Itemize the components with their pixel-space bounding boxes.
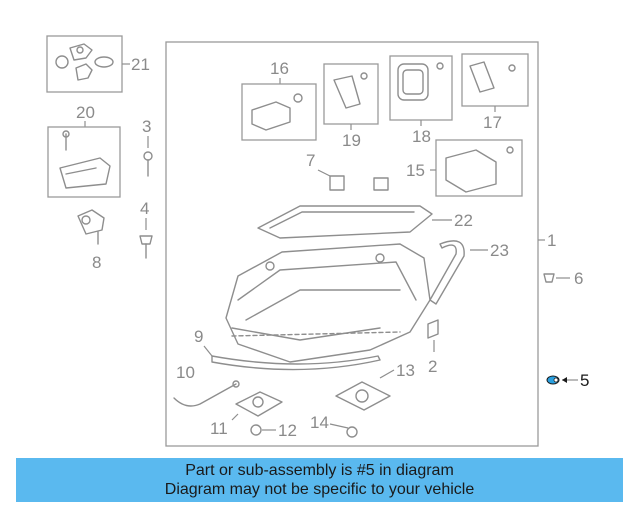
- callout-18[interactable]: 18: [412, 127, 431, 146]
- info-banner: Part or sub-assembly is #5 in diagram Di…: [16, 458, 623, 502]
- part-17-group[interactable]: 17: [461, 53, 529, 132]
- part-5-icon[interactable]: [546, 375, 560, 385]
- callout-7[interactable]: 7: [306, 151, 315, 170]
- callout-2[interactable]: 2: [428, 357, 437, 376]
- part-20-group[interactable]: 20: [47, 103, 121, 198]
- callout-22[interactable]: 22: [454, 211, 473, 230]
- callout-1[interactable]: 1: [547, 231, 556, 250]
- callout-11[interactable]: 11: [210, 419, 228, 438]
- part-18-group[interactable]: 18: [389, 55, 453, 146]
- callout-9[interactable]: 9: [194, 327, 203, 346]
- part-16-group[interactable]: 16: [241, 59, 317, 141]
- part-11-group[interactable]: 11: [210, 391, 283, 438]
- callout-17[interactable]: 17: [483, 113, 502, 132]
- callout-4[interactable]: 4: [140, 199, 149, 218]
- part-4-group[interactable]: 4: [139, 199, 153, 259]
- callout-13[interactable]: 13: [396, 361, 415, 380]
- part-3-group[interactable]: 3: [142, 117, 153, 177]
- part-15-group[interactable]: 15: [406, 139, 523, 197]
- callout-23[interactable]: 23: [490, 241, 509, 260]
- callout-16[interactable]: 16: [270, 59, 289, 78]
- callout-14[interactable]: 14: [310, 413, 329, 432]
- part-10-group[interactable]: 10: [173, 363, 240, 407]
- part-21-group[interactable]: 21: [46, 35, 150, 93]
- callout-15[interactable]: 15: [406, 161, 425, 180]
- part-2-group[interactable]: 2: [427, 319, 439, 376]
- part-5-group[interactable]: 5: [546, 371, 589, 390]
- callout-10[interactable]: 10: [176, 363, 195, 382]
- callout-12[interactable]: 12: [278, 421, 297, 440]
- part-23-group[interactable]: 23: [429, 240, 509, 305]
- assembly-frame: [165, 41, 539, 447]
- callout-3[interactable]: 3: [142, 117, 151, 136]
- banner-line-1: Part or sub-assembly is #5 in diagram: [185, 462, 454, 479]
- callout-6[interactable]: 6: [574, 269, 583, 288]
- part-6-group[interactable]: 6: [543, 269, 583, 288]
- part-19-group[interactable]: 19: [323, 63, 379, 150]
- part-7-group[interactable]: 7: [306, 151, 389, 191]
- part-14-group[interactable]: 14: [310, 413, 358, 438]
- callout-19[interactable]: 19: [342, 131, 361, 150]
- banner-line-2: Diagram may not be specific to your vehi…: [164, 481, 475, 498]
- callout-21[interactable]: 21: [131, 55, 150, 74]
- part-13-group[interactable]: 13: [335, 361, 415, 411]
- part-12-group[interactable]: 12: [250, 421, 297, 440]
- part-9-group[interactable]: 9: [194, 327, 381, 371]
- headlamp-housing[interactable]: [225, 243, 431, 363]
- part-8-group[interactable]: 8: [77, 209, 105, 272]
- callout-5[interactable]: 5: [580, 371, 589, 390]
- part-22-group[interactable]: 22: [257, 205, 473, 239]
- callout-20[interactable]: 20: [76, 103, 95, 122]
- callout-8[interactable]: 8: [92, 253, 101, 272]
